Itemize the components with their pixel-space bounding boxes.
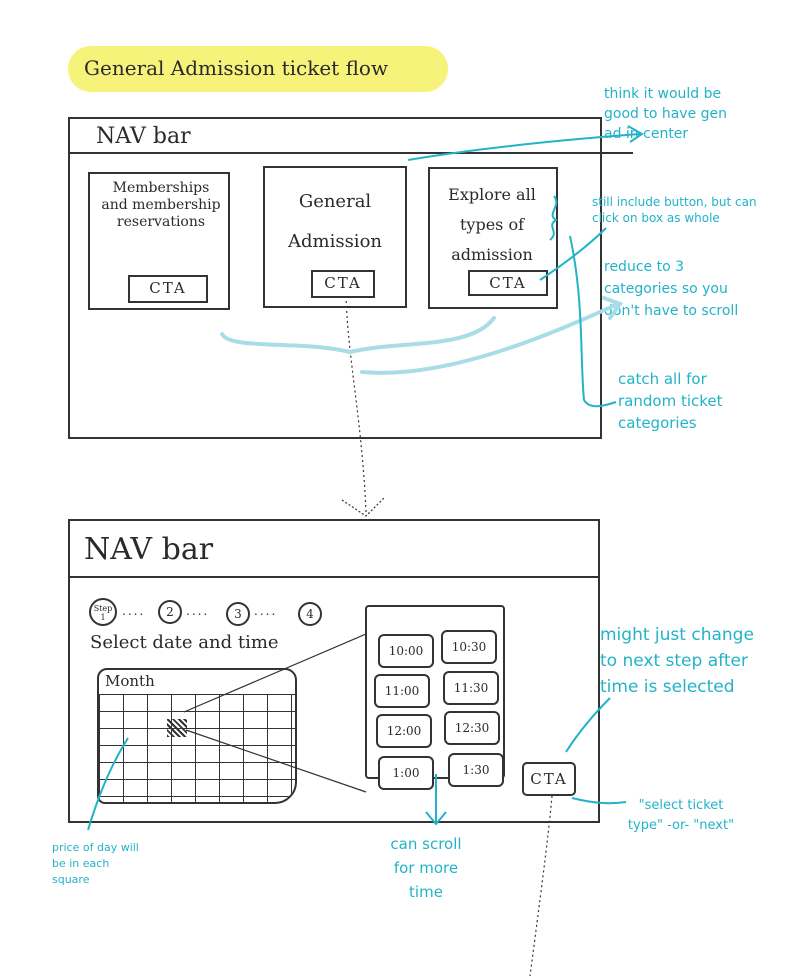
card-explore-admission[interactable] bbox=[428, 167, 558, 309]
time-slot[interactable]: 12:30 bbox=[444, 711, 500, 745]
step-dots: .... bbox=[254, 604, 278, 618]
time-slot[interactable]: 11:30 bbox=[443, 671, 499, 705]
bracket-arrow-head bbox=[602, 296, 624, 320]
note-still-include-button: still include button, but can click on b… bbox=[592, 195, 757, 225]
time-slot[interactable]: 10:30 bbox=[441, 630, 497, 664]
cards-bracket bbox=[220, 316, 496, 355]
note-scroll-more: can scroll for more time bbox=[390, 835, 462, 901]
note-gen-ad-center: think it would be good to have gen ad in… bbox=[604, 86, 728, 142]
note-arrow-might-change bbox=[565, 697, 611, 753]
note-select-ticket-type: "select ticket type" -or- "next" bbox=[627, 798, 735, 833]
wireframe-1-nav-divider bbox=[68, 152, 633, 154]
next-step-cta[interactable]: CTA bbox=[522, 762, 576, 796]
flow-arrow-down bbox=[345, 295, 367, 513]
calendar-to-times-line bbox=[183, 633, 367, 713]
time-slot[interactable]: 12:00 bbox=[376, 714, 432, 748]
flow-arrow-continue bbox=[529, 795, 553, 977]
card-memberships-cta[interactable]: CTA bbox=[128, 275, 208, 303]
card-general-admission-text: General Admission bbox=[287, 191, 382, 252]
wireframe-2-nav-divider bbox=[68, 576, 600, 578]
card-general-admission-cta[interactable]: CTA bbox=[311, 270, 375, 298]
note-might-change: might just change to next step after tim… bbox=[600, 625, 754, 697]
note-catch-all: catch all for random ticket categories bbox=[618, 370, 723, 432]
card-explore-admission-text: Explore all types of admission bbox=[448, 185, 536, 264]
card-general-admission[interactable] bbox=[263, 166, 407, 308]
card-memberships[interactable] bbox=[88, 172, 230, 310]
wireframe-1-frame bbox=[68, 117, 602, 439]
title-highlight bbox=[68, 46, 448, 92]
diagram-title: General Admission ticket flow bbox=[84, 56, 389, 80]
time-slot[interactable]: 1:00 bbox=[378, 756, 434, 790]
note-reduce-categories: reduce to 3 categories so you don't have… bbox=[604, 259, 739, 319]
calendar-selected-day[interactable] bbox=[167, 719, 187, 737]
step-dots: .... bbox=[186, 604, 210, 618]
step-2: 2 bbox=[158, 600, 182, 624]
note-arrow-select-ticket bbox=[571, 797, 627, 805]
note-arrow-price bbox=[87, 737, 129, 831]
step-1: Step 1 bbox=[89, 598, 117, 626]
note-arrow-gen-ad bbox=[407, 133, 641, 161]
note-arrow-gen-ad-head bbox=[627, 125, 644, 143]
time-slot[interactable]: 10:00 bbox=[378, 634, 434, 668]
wireframe-1-nav-label: NAV bar bbox=[96, 124, 191, 149]
select-date-heading: Select date and time bbox=[90, 632, 279, 653]
note-brace bbox=[549, 195, 558, 241]
step-dots: .... bbox=[122, 604, 146, 618]
calendar-to-times-line bbox=[185, 729, 367, 793]
note-arrow-catch-all bbox=[569, 235, 617, 408]
note-price-of-day: price of day will be in each square bbox=[52, 841, 139, 886]
card-explore-admission-cta[interactable]: CTA bbox=[468, 270, 548, 296]
time-slot[interactable]: 11:00 bbox=[374, 674, 430, 708]
wireframe-2-nav-label: NAV bar bbox=[84, 532, 214, 567]
step-3: 3 bbox=[226, 602, 250, 626]
wireframe-2-frame bbox=[68, 519, 600, 823]
step-4: 4 bbox=[298, 602, 322, 626]
card-memberships-text: Memberships and membership reservations bbox=[101, 180, 221, 230]
calendar-grid bbox=[99, 694, 295, 802]
calendar[interactable]: Month bbox=[97, 668, 297, 804]
note-arrow-scroll-head bbox=[425, 811, 447, 826]
time-slot[interactable]: 1:30 bbox=[448, 753, 504, 787]
bracket-arrow bbox=[360, 302, 620, 375]
note-arrow-still-include bbox=[539, 227, 607, 281]
calendar-month-label: Month bbox=[105, 672, 155, 690]
flow-arrow-head bbox=[341, 497, 385, 517]
step-1-label: Step 1 bbox=[93, 604, 113, 622]
